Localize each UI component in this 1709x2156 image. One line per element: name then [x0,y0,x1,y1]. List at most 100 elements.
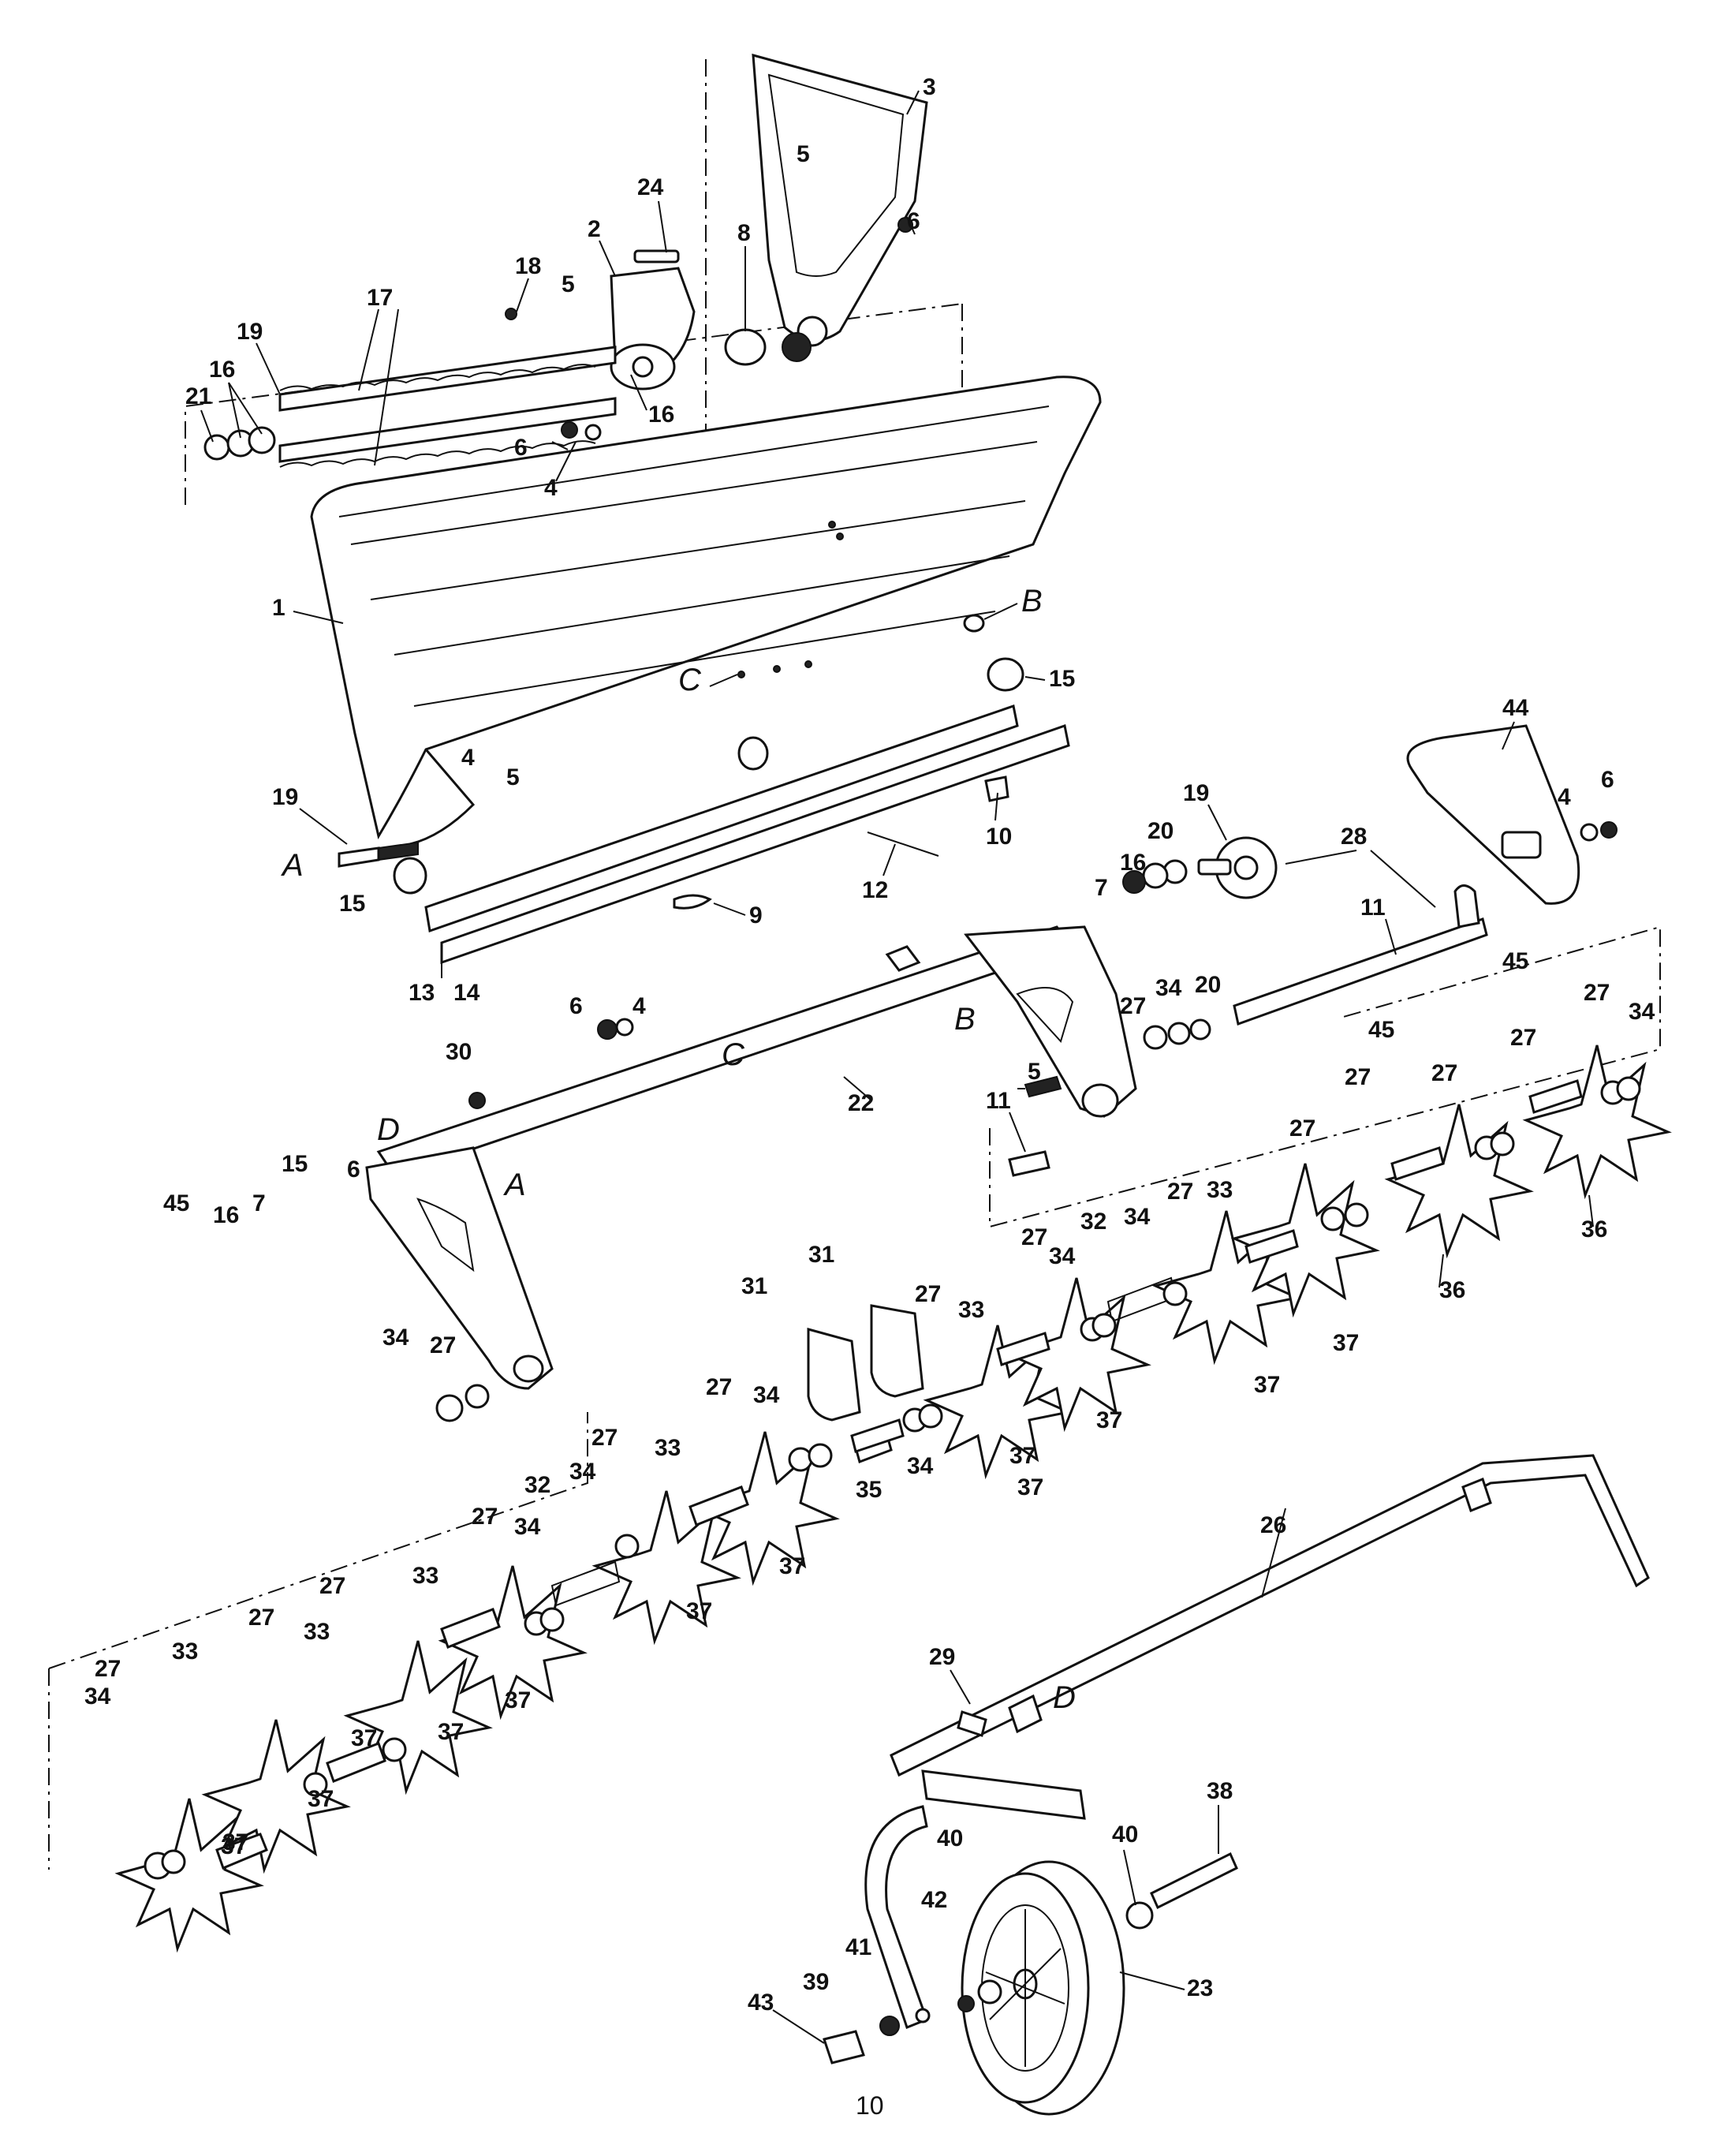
label-5c: 5 [506,764,520,790]
ref-letter-A: A [503,1168,526,1202]
label-12: 12 [862,877,888,903]
label-37b: 37 [1254,1372,1280,1398]
label-44: 44 [1502,695,1529,721]
label-20b: 20 [1195,972,1221,998]
label-37h: 37 [505,1687,531,1713]
label-33f: 33 [172,1638,198,1665]
label-45c: 45 [163,1190,189,1216]
label-7a: 7 [1095,875,1108,901]
label-4c: 4 [1558,784,1571,810]
label-33c: 33 [655,1435,681,1461]
label-37c: 37 [1096,1407,1122,1433]
label-16d: 16 [213,1202,239,1228]
label-14: 14 [453,980,480,1006]
label-37a: 37 [1333,1330,1359,1356]
label-31b: 31 [808,1242,834,1268]
ref-letter-D: D [377,1112,400,1147]
label-6d: 6 [569,993,583,1019]
label-27n: 27 [248,1605,274,1631]
label-40a: 40 [1112,1822,1138,1848]
page-number: 10 [856,2091,884,2120]
leader-lines [200,90,1594,2044]
label-21: 21 [185,383,211,409]
label-17: 17 [367,285,393,311]
label-45a: 45 [1502,948,1528,974]
label-33b: 33 [958,1297,984,1323]
hopper [310,376,1102,846]
ref-letter-C: C [722,1037,745,1072]
label-22: 22 [848,1090,874,1116]
handle [864,1454,1650,2029]
label-18: 18 [515,253,541,279]
label-37i: 37 [351,1725,377,1751]
tine-assembly [114,1044,1672,1953]
part-labels: 3 5 24 8 6 2 18 5 17 19 16 21 16 6 4 1 B… [84,74,1655,2016]
label-6c: 6 [1601,767,1614,793]
label-27m: 27 [319,1573,345,1599]
label-11a: 11 [1360,895,1386,921]
label-32b: 32 [524,1472,550,1498]
label-34h: 34 [514,1514,541,1540]
label-A: A [281,848,304,883]
label-16c: 16 [1120,850,1146,876]
label-20a: 20 [1147,818,1174,844]
label-24: 24 [637,174,664,200]
label-27f: 27 [1289,1115,1315,1142]
label-8: 8 [737,220,751,246]
label-5d: 5 [1028,1059,1041,1085]
label-16a: 16 [209,357,235,383]
label-34g: 34 [569,1459,596,1485]
label-27i: 27 [915,1281,941,1307]
label-34e: 34 [907,1453,934,1479]
wheel-assembly [823,1710,1238,2116]
label-43: 43 [748,1990,774,2016]
label-34a: 34 [1155,975,1182,1001]
label-5a: 5 [797,141,810,167]
label-34j: 34 [382,1325,409,1351]
label-34c: 34 [1124,1204,1151,1230]
label-2: 2 [588,216,601,242]
label-37f: 37 [686,1598,712,1624]
label-37k: 37 [308,1786,334,1812]
label-4a: 4 [544,475,558,501]
label-32a: 32 [1080,1209,1106,1235]
main-frame [365,925,1137,1390]
label-37l: 37 [222,1829,248,1855]
label-19a: 19 [237,319,263,345]
label-7b: 7 [252,1190,266,1216]
ref-letter-D-handle: D [1053,1680,1076,1715]
agitator-bracket [505,249,812,390]
label-37j: 37 [438,1719,464,1745]
label-27c: 27 [1345,1064,1371,1090]
label-36b: 36 [1439,1277,1465,1303]
label-27d: 27 [1431,1060,1457,1086]
label-37g: 37 [1017,1474,1043,1500]
assembly-boundaries [48,59,1661,1870]
label-3: 3 [923,74,936,100]
label-15b: 15 [339,891,365,917]
label-37e: 37 [779,1553,805,1579]
label-27e: 27 [1510,1025,1536,1051]
label-6b: 6 [514,435,528,461]
side-bracket-and-sprockets [1008,724,1618,1177]
label-9: 9 [749,902,763,929]
label-1: 1 [272,595,285,621]
label-11b: 11 [986,1088,1011,1114]
label-5b: 5 [562,271,575,297]
label-34d: 34 [1049,1243,1076,1269]
hopper-frame [338,657,1070,978]
label-30: 30 [446,1039,472,1065]
agitator-bars [203,346,617,468]
label-6e: 6 [347,1156,360,1183]
label-28: 28 [1341,824,1367,850]
label-27h: 27 [1021,1224,1047,1250]
label-33d: 33 [412,1563,438,1589]
label-42: 42 [921,1887,947,1913]
label-10: 10 [986,824,1012,850]
label-29: 29 [929,1644,955,1670]
label-6a: 6 [907,208,920,234]
label-27o: 27 [95,1656,121,1682]
label-B: B [1021,584,1043,618]
